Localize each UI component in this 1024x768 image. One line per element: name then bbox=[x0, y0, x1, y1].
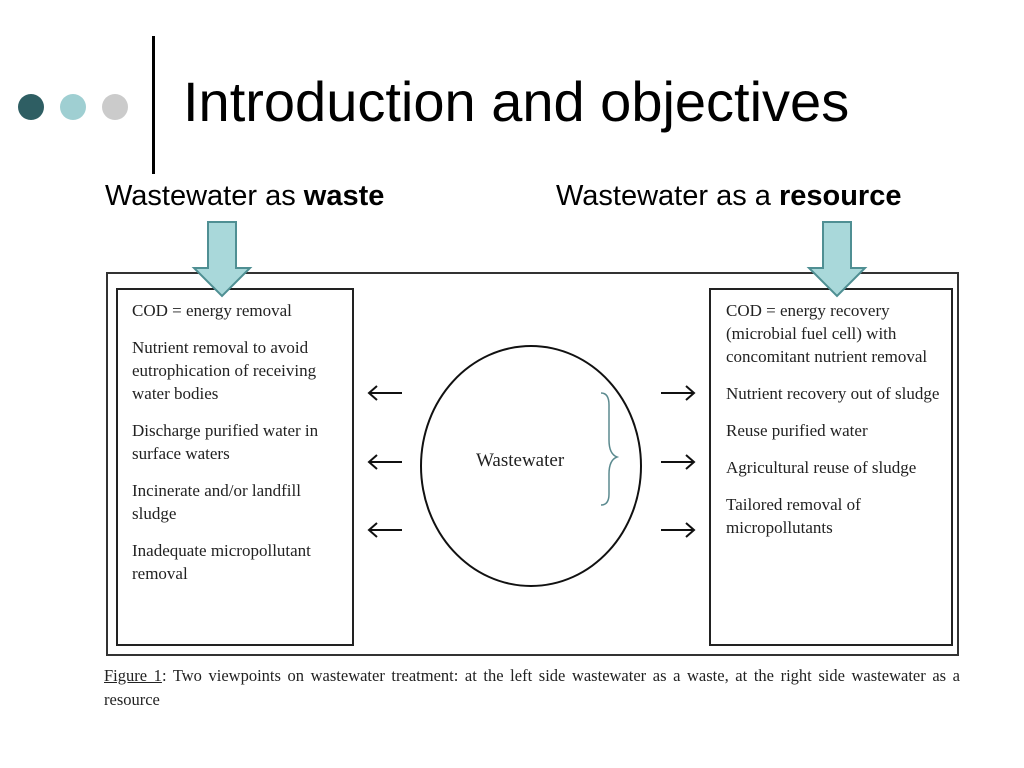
resource-item: COD = energy recovery (microbial fuel ce… bbox=[726, 301, 928, 366]
right-arrow-icon bbox=[661, 522, 696, 538]
resource-item: Agricultural reuse of sludge bbox=[726, 458, 917, 477]
caption-text: : Two viewpoints on wastewater treatment… bbox=[104, 666, 960, 709]
resource-item: Reuse purified water bbox=[726, 421, 868, 440]
down-arrow-right-icon bbox=[806, 221, 868, 298]
waste-label: Wastewater as waste bbox=[105, 182, 384, 211]
figure-label: Figure 1 bbox=[104, 666, 162, 685]
figure-frame bbox=[106, 272, 959, 656]
waste-label-prefix: Wastewater as bbox=[105, 180, 304, 212]
wastewater-circle bbox=[420, 345, 642, 587]
title-divider bbox=[152, 36, 155, 174]
waste-item: COD = energy removal bbox=[132, 301, 292, 320]
waste-item: Inadequate micropollutant removal bbox=[132, 541, 311, 583]
waste-viewpoint-box: COD = energy removal Nutrient removal to… bbox=[116, 288, 354, 646]
resource-label-prefix: Wastewater as a bbox=[556, 180, 779, 212]
left-arrow-icon bbox=[367, 454, 402, 470]
bullet-dots bbox=[18, 94, 138, 124]
dark-teal-dot bbox=[18, 94, 44, 120]
grey-dot bbox=[102, 94, 128, 120]
wastewater-circle-label: Wastewater bbox=[476, 450, 565, 471]
resource-label-bold: resource bbox=[778, 180, 902, 212]
curly-brace-icon bbox=[600, 392, 620, 506]
waste-item: Incinerate and/or landfill sludge bbox=[132, 481, 301, 523]
waste-item: Nutrient removal to avoid eutrophication… bbox=[132, 338, 317, 403]
resource-viewpoint-box: COD = energy recovery (microbial fuel ce… bbox=[709, 288, 953, 646]
left-arrow-icon bbox=[367, 522, 402, 538]
waste-item: Discharge purified water in surface wate… bbox=[132, 421, 319, 463]
right-arrow-icon bbox=[661, 454, 696, 470]
resource-item: Nutrient recovery out of sludge bbox=[726, 384, 940, 403]
resource-label: Wastewater as a resource bbox=[556, 182, 901, 211]
waste-label-bold: waste bbox=[303, 180, 385, 212]
down-arrow-left-icon bbox=[191, 221, 253, 298]
slide-title: Introduction and objectives bbox=[183, 70, 850, 133]
resource-item: Tailored removal of micropollutants bbox=[726, 495, 861, 537]
right-arrow-icon bbox=[661, 385, 696, 401]
left-arrow-icon bbox=[367, 385, 402, 401]
figure-caption: Figure 1: Two viewpoints on wastewater t… bbox=[104, 664, 960, 712]
light-teal-dot bbox=[60, 94, 86, 120]
